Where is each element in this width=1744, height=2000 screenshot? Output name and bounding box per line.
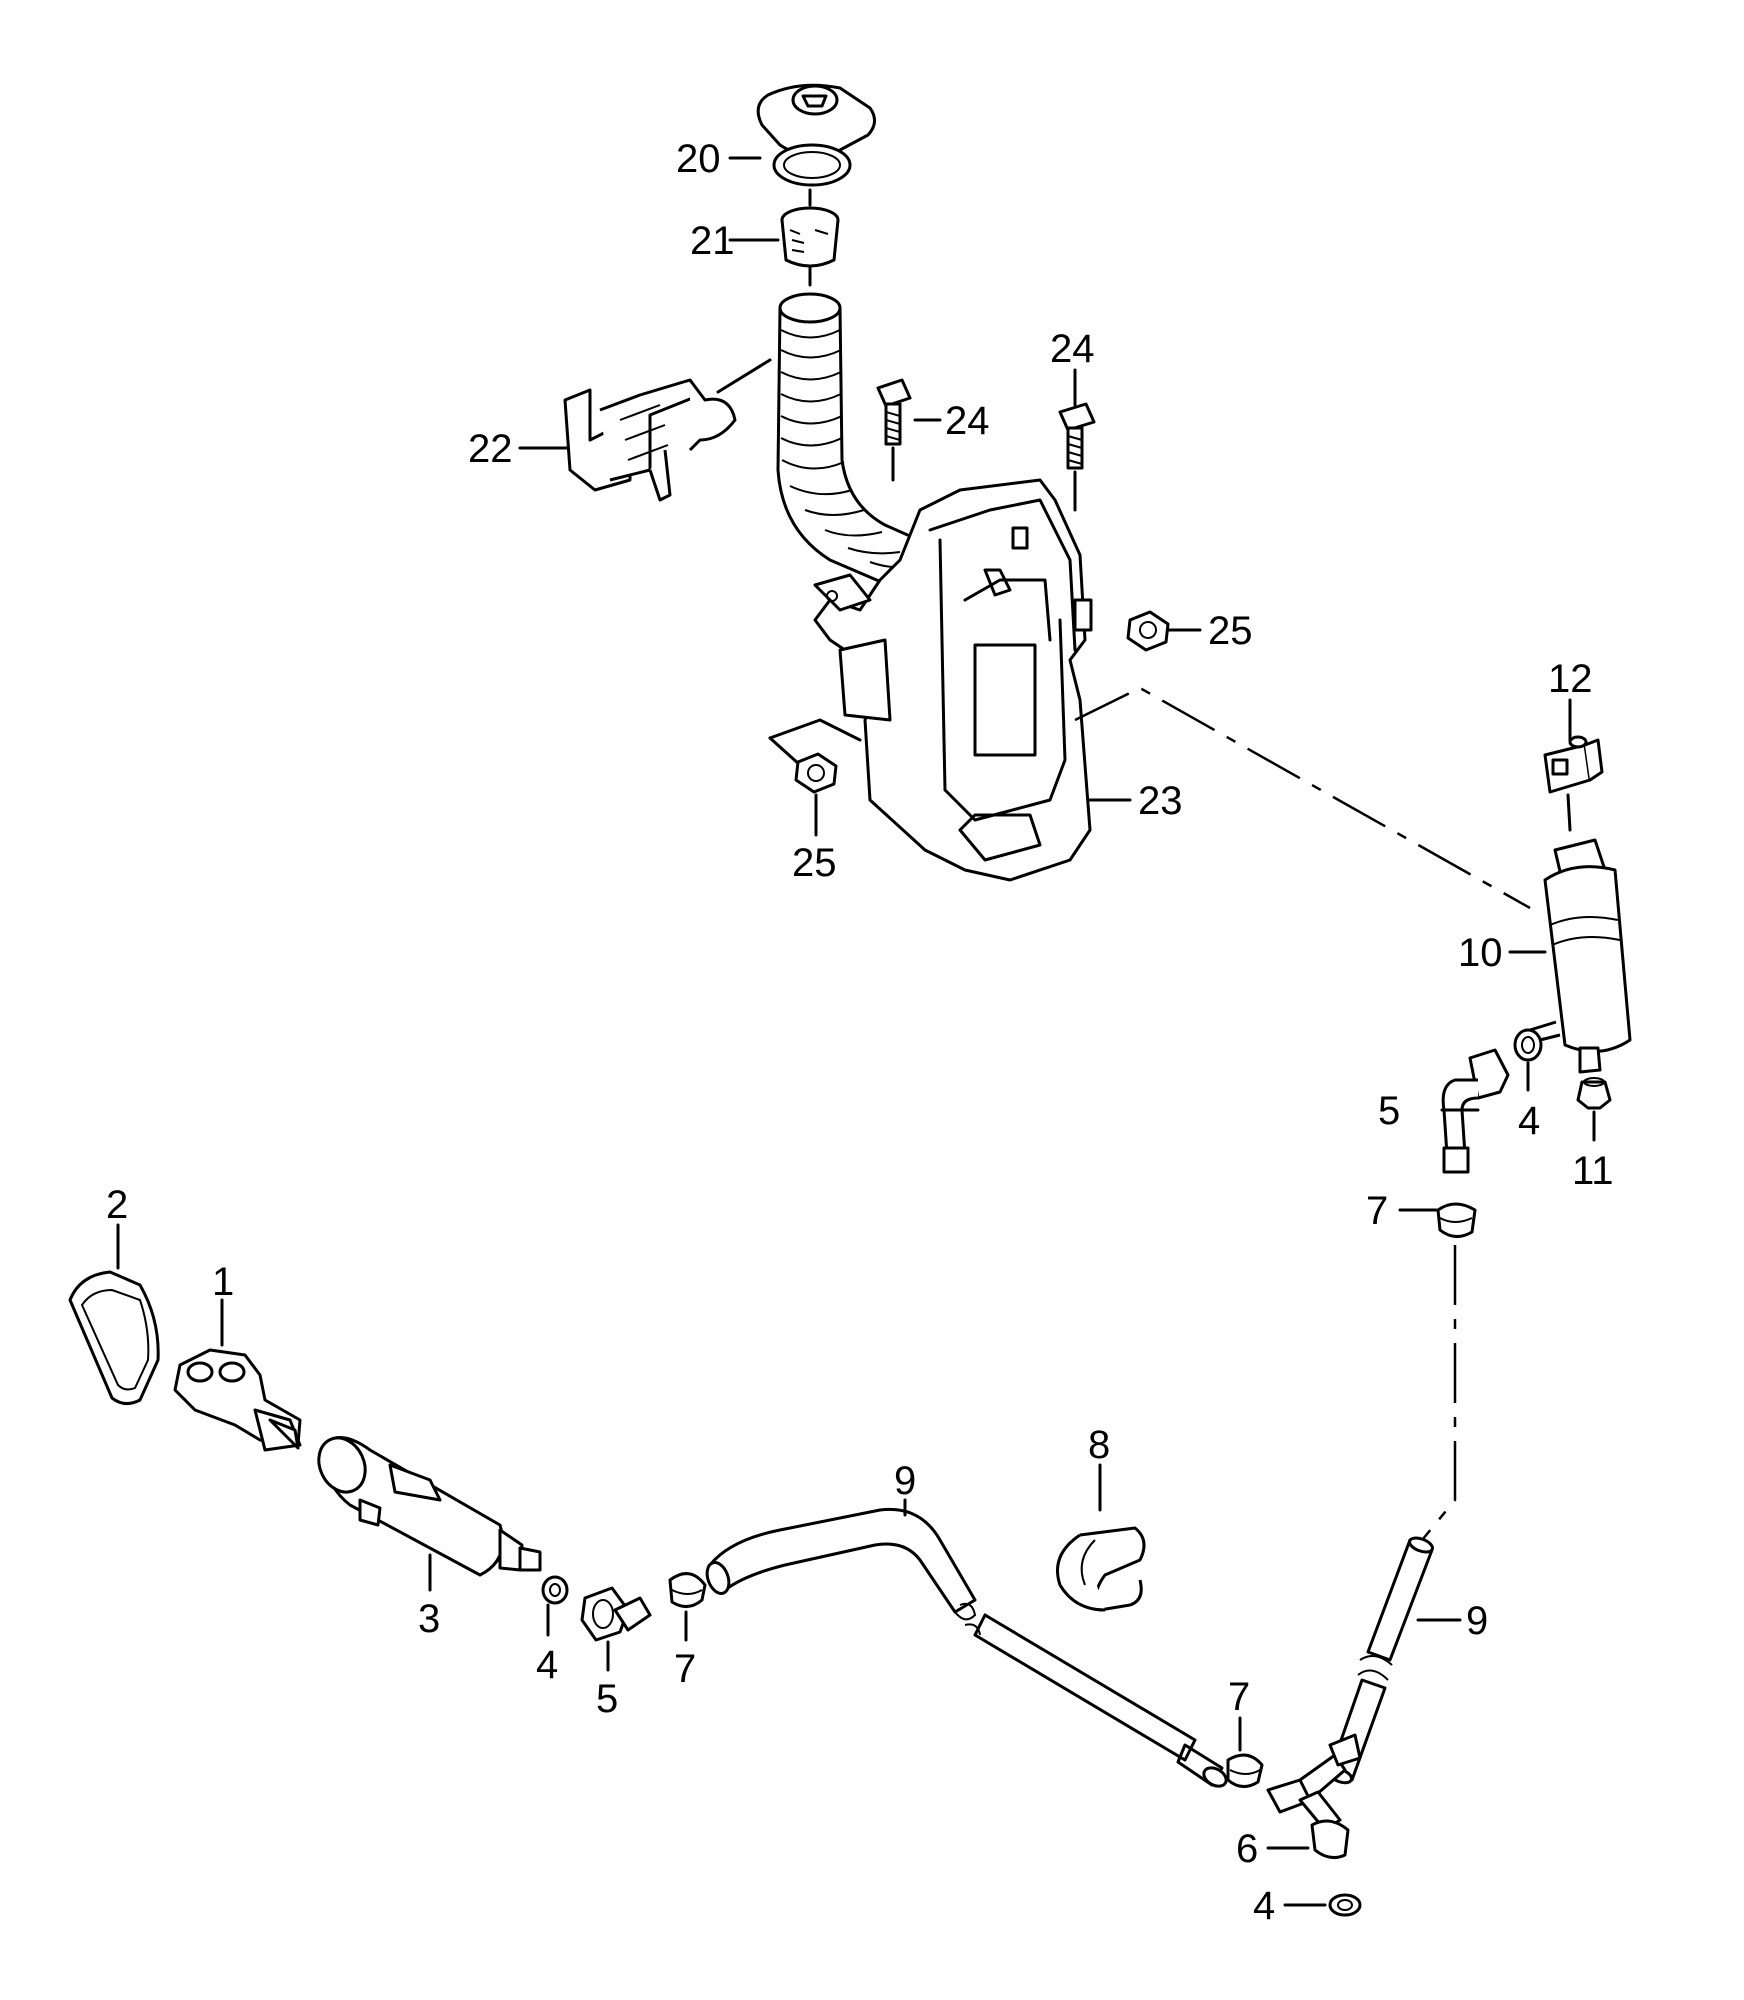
callout-4-lower-left: 4	[536, 1643, 558, 1687]
connector-part-12	[1543, 735, 1604, 832]
callout-3: 3	[418, 1597, 440, 1641]
callout-5-lower: 5	[596, 1677, 618, 1721]
callout-25-left: 25	[792, 841, 837, 885]
callout-9-main: 9	[894, 1459, 916, 1503]
callout-6: 6	[1236, 1827, 1258, 1871]
callout-labels: 20 21 22 24 24 25 25 23 12 10 4 5 11 7 2…	[106, 137, 1614, 1928]
t-connector-part-6	[1266, 1733, 1362, 1860]
filter-insert-part-21	[780, 188, 840, 287]
callout-4-lower-right: 4	[1253, 1884, 1275, 1928]
elbow-connector-part-5-upper	[1441, 1048, 1510, 1174]
callout-8: 8	[1088, 1423, 1110, 1467]
hose-part-9-main	[705, 1507, 1228, 1788]
callout-23: 23	[1138, 779, 1183, 823]
bracket-part-22	[563, 358, 772, 502]
bolt-part-24b	[1058, 402, 1096, 512]
seal-ring-part-4-lower-left	[541, 1575, 569, 1605]
filler-neck-hose	[776, 292, 932, 592]
hose-clamp-part-7-lower-right	[1226, 1753, 1264, 1788]
callout-7-upper: 7	[1366, 1189, 1388, 1233]
telescopic-cylinder-part-3	[317, 1436, 542, 1577]
callout-12: 12	[1548, 657, 1593, 701]
callout-20: 20	[676, 137, 721, 181]
callout-22: 22	[468, 427, 513, 471]
cover-part-2	[68, 1270, 160, 1405]
callout-5-upper: 5	[1378, 1089, 1400, 1133]
callout-24-right: 24	[1050, 327, 1095, 371]
washer-pump-part-10	[1528, 838, 1632, 1074]
seal-ring-part-4-upper	[1513, 1028, 1543, 1062]
callout-9-right: 9	[1466, 1599, 1488, 1643]
nut-part-25b	[794, 752, 838, 794]
hose-clip-part-8	[1056, 1526, 1146, 1612]
callout-24-left: 24	[945, 399, 990, 443]
hose-clamp-part-7-lower-left	[668, 1572, 707, 1608]
leader-lines	[116, 156, 1596, 1907]
nut-part-25a	[1126, 610, 1170, 652]
callout-11: 11	[1572, 1149, 1614, 1193]
callout-21: 21	[690, 219, 735, 263]
filler-cap-part-20	[756, 83, 876, 187]
callout-25-right: 25	[1208, 609, 1253, 653]
callout-10: 10	[1458, 931, 1503, 975]
grommet-part-11	[1576, 1077, 1612, 1110]
callout-4-upper: 4	[1518, 1099, 1540, 1143]
hose-clamp-part-7-upper	[1436, 1202, 1477, 1238]
callout-2: 2	[106, 1183, 128, 1227]
callout-7-lower-left: 7	[674, 1647, 696, 1691]
callout-7-lower-right: 7	[1228, 1675, 1250, 1719]
washer-reservoir-part-23	[768, 478, 1093, 882]
spray-nozzle-part-1	[173, 1348, 302, 1452]
callout-1: 1	[212, 1260, 234, 1304]
seal-ring-part-4-lower-right	[1328, 1893, 1362, 1917]
bolt-part-24a	[876, 378, 912, 482]
elbow-connector-part-5-lower	[580, 1586, 652, 1642]
